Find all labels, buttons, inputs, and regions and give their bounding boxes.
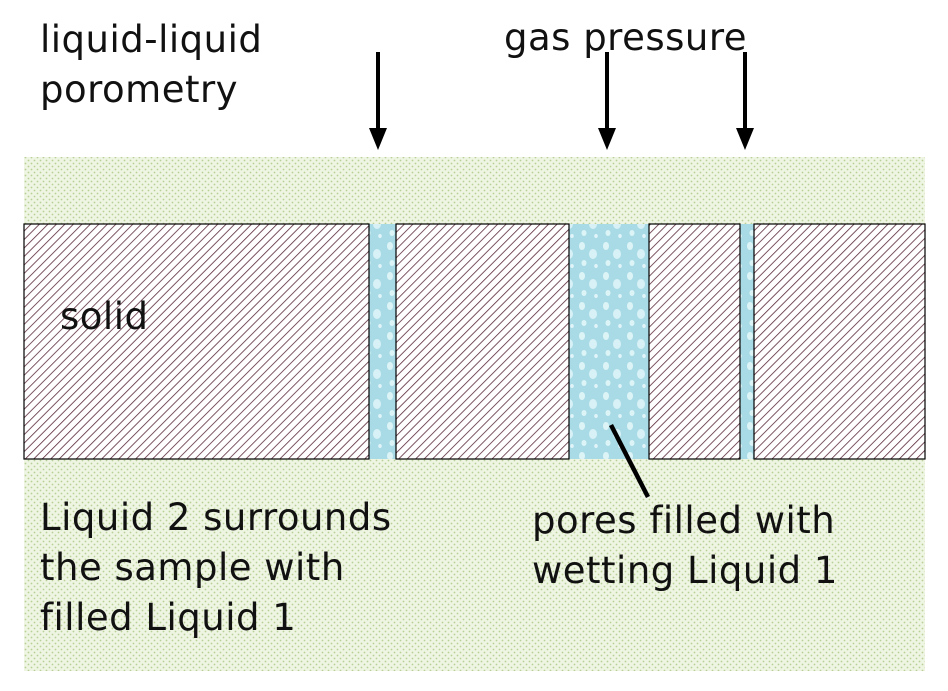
solid-block-2 <box>395 223 570 460</box>
down-arrow-icon <box>736 52 754 150</box>
title-line-1: liquid-liquid <box>40 18 263 61</box>
solid-label: solid <box>60 295 149 338</box>
pores-description: pores filled with wetting Liquid 1 <box>532 499 838 592</box>
pore-2 <box>569 224 649 459</box>
gas-pressure-label: gas pressure <box>504 16 748 59</box>
down-arrow-icon <box>598 52 616 150</box>
pore-1 <box>369 224 396 459</box>
pore-3 <box>740 224 754 459</box>
down-arrow-icon <box>369 52 387 150</box>
liquid2-description: Liquid 2 surrounds the sample with fille… <box>40 496 392 639</box>
solid-block-1 <box>23 223 370 460</box>
pores-leader-line <box>608 423 651 499</box>
solid-block-3 <box>648 223 741 460</box>
title-line-2: porometry <box>40 68 239 111</box>
solid-block-4 <box>753 223 926 460</box>
